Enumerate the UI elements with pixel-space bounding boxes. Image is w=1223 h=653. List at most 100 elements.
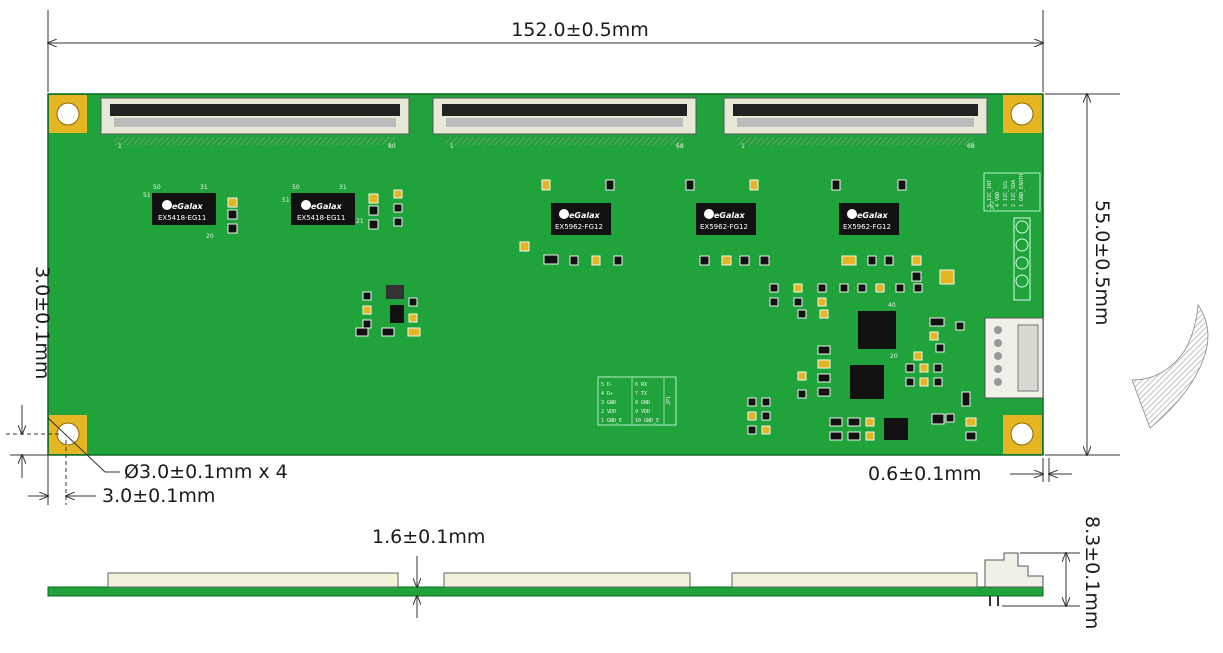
controller-chip: 40 20: [386, 285, 908, 440]
passive-component: [939, 269, 955, 285]
edge-offset-label: 0.6±0.1mm: [868, 463, 981, 485]
header-jp2-title: JP2: [990, 201, 996, 210]
passive-component: [699, 255, 710, 266]
passive-component: [797, 371, 807, 381]
mounting-hole-top-left: [49, 95, 87, 133]
passive-component: [793, 297, 803, 307]
svg-text:7 TX: 7 TX: [635, 391, 647, 397]
passive-component: [919, 363, 929, 373]
passive-component: [817, 297, 827, 307]
passive-component: [227, 209, 238, 220]
header-label-1: 5 I2C_INT: [987, 180, 993, 207]
passive-component: [905, 363, 915, 373]
svg-text:EX5962-FG12: EX5962-FG12: [700, 223, 748, 231]
svg-text:40: 40: [888, 302, 896, 309]
passive-component: [929, 317, 945, 327]
svg-text:EX5962-FG12: EX5962-FG12: [843, 223, 891, 231]
height-label: 55.0±0.5mm: [1091, 200, 1113, 325]
svg-text:1 GND_E: 1 GND_E: [601, 418, 622, 424]
passive-component: [847, 431, 861, 441]
svg-text:21: 21: [356, 218, 364, 225]
passive-component: [931, 413, 945, 425]
passive-component: [819, 309, 829, 319]
svg-text:4 D+: 4 D+: [601, 391, 613, 397]
header-jp2: JP2 5 I2C_INT 4 VDD 3 I2C_SCL 2 I2C_SDA …: [983, 172, 1041, 301]
passive-component: [797, 389, 807, 399]
header-label-3: 3 I2C_SCL: [1003, 180, 1009, 207]
passive-component: [227, 197, 238, 208]
connector-3-pin-end: 68: [967, 143, 975, 150]
passive-component: [965, 431, 977, 441]
passive-component: [381, 327, 395, 337]
connector-2-pin-start: 1: [450, 143, 454, 150]
svg-text:20: 20: [890, 353, 898, 360]
svg-text:8 GND: 8 GND: [635, 400, 650, 406]
passive-component: [793, 283, 803, 293]
passive-component: [913, 351, 923, 361]
passive-component: [393, 189, 403, 199]
chip-ex5962-1: eGalax EX5962-FG12: [551, 203, 611, 235]
passive-component: [929, 331, 939, 341]
break-symbol: [1131, 303, 1209, 429]
passive-component: [945, 413, 955, 423]
svg-text:51: 51: [143, 192, 151, 199]
passive-component: [747, 425, 757, 435]
passive-component: [919, 377, 929, 387]
passive-component: [965, 417, 977, 427]
svg-text:10 GND_E: 10 GND_E: [635, 418, 659, 424]
passive-component: [761, 397, 771, 407]
passive-component: [685, 179, 695, 191]
passive-component: [362, 305, 372, 315]
passive-component: [829, 417, 843, 427]
passive-component: [543, 254, 559, 265]
passive-component: [749, 179, 759, 191]
hole-diameter-label: Ø3.0±0.1mm x 4: [124, 461, 288, 483]
passive-component: [867, 255, 877, 266]
passive-component: [955, 321, 965, 331]
svg-text:EX5962-FG12: EX5962-FG12: [555, 223, 603, 231]
passive-component: [884, 255, 894, 266]
passive-component: [797, 309, 807, 319]
passive-component: [769, 297, 779, 307]
passive-component: [933, 377, 943, 387]
hole-offset-x-label: 3.0±0.1mm: [102, 485, 215, 507]
passive-component: [759, 255, 770, 266]
passive-component: [739, 255, 750, 266]
svg-text:eGalax: eGalax: [857, 211, 889, 220]
fpc-connector-3: 1 68: [723, 97, 988, 150]
pin-table-jp1: 5 D- 4 D+ 3 GND 2 VDD 1 GND_E 6 RX 7 TX …: [597, 376, 677, 426]
side-connector: [984, 317, 1044, 399]
passive-component: [935, 343, 945, 353]
passive-component: [355, 327, 369, 337]
connector-1-pin-start: 1: [118, 143, 122, 150]
passive-component: [865, 417, 875, 427]
passive-component: [368, 193, 379, 204]
svg-text:eGalax: eGalax: [172, 202, 204, 211]
svg-text:eGalax: eGalax: [311, 202, 343, 211]
passive-component: [905, 377, 915, 387]
chip-ex5962-3: eGalax EX5962-FG12: [839, 203, 899, 235]
passive-component: [913, 283, 923, 293]
svg-text:5 D-: 5 D-: [601, 382, 613, 388]
edge-offset-dimension: 0.6±0.1mm: [868, 458, 1072, 485]
passive-component: [817, 373, 831, 383]
connector-2-pin-end: 68: [676, 143, 684, 150]
passive-component: [895, 283, 905, 293]
total-height-dimension: 8.3±0.1mm: [1002, 516, 1103, 629]
passive-component: [897, 179, 907, 191]
passive-component: [368, 205, 379, 216]
width-label: 152.0±0.5mm: [511, 19, 649, 41]
passive-component: [408, 313, 418, 323]
svg-text:51: 51: [282, 197, 290, 204]
passive-component: [911, 271, 922, 282]
pcb-thickness-label: 1.6±0.1mm: [372, 526, 485, 548]
passive-component: [761, 411, 771, 421]
passive-component: [857, 283, 867, 293]
chip-ex5418-1: eGalax EX5418-EG11 50 31 51 20: [143, 184, 216, 240]
passive-component: [393, 217, 403, 227]
passive-component: [368, 219, 379, 230]
passive-component: [839, 283, 849, 293]
passive-component: [817, 359, 831, 369]
svg-text:eGalax: eGalax: [569, 211, 601, 220]
height-dimension: 55.0±0.5mm: [1045, 94, 1120, 455]
